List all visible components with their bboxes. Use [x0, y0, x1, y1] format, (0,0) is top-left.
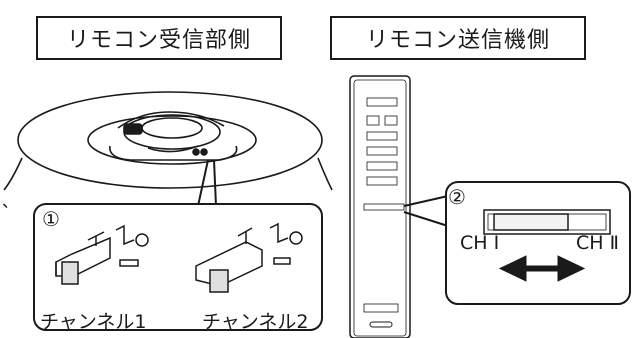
side-mark: 、: [2, 192, 19, 211]
switch-channel2-illustration: [195, 222, 303, 293]
remote-control-transmitter: [349, 75, 411, 338]
callout-number-2: ②: [448, 185, 466, 209]
callout-number-1: ①: [42, 207, 60, 231]
caption-channel2: チャンネル2: [202, 311, 309, 333]
slide-switch-illustration: [483, 209, 611, 235]
callout2-pointer: [403, 195, 449, 227]
switch-channel1-illustration: [55, 224, 149, 285]
callout-box-2: [445, 181, 631, 305]
switch-label-ch2: CH Ⅱ: [576, 232, 619, 254]
receiver-side-label: リモコン受信部側: [36, 16, 282, 60]
callout1-pointer: [197, 159, 217, 207]
callout-box-1: [33, 203, 323, 331]
caption-channel1: チャンネル1: [40, 311, 147, 333]
switch-label-ch1: CH Ⅰ: [460, 232, 500, 254]
transmitter-side-label: リモコン送信機側: [330, 16, 586, 60]
double-arrow-icon: [498, 255, 586, 282]
receiver-side-label-text: リモコン受信部側: [66, 28, 251, 53]
transmitter-side-label-text: リモコン送信機側: [365, 28, 550, 53]
ceiling-light-receiver: [3, 91, 333, 191]
